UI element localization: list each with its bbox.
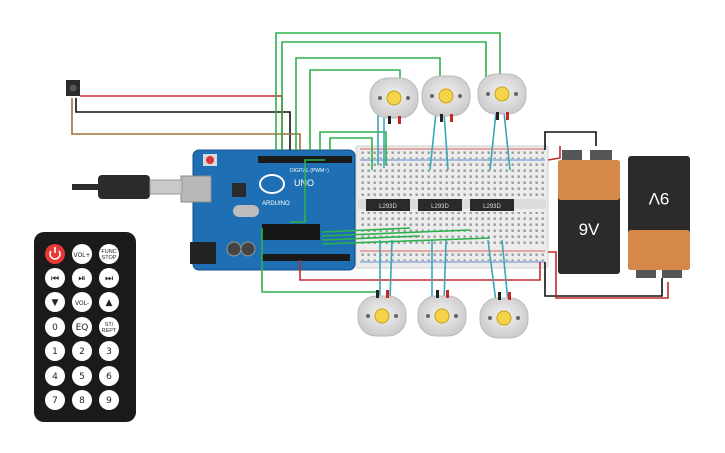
digit-4-button[interactable]: 4 — [45, 366, 65, 386]
ir-receiver-icon[interactable] — [66, 80, 80, 96]
vol-up-button-label: VOL+ — [73, 252, 90, 259]
digit-6-button[interactable]: 6 — [99, 366, 119, 386]
digit-2-button-label: 2 — [79, 347, 85, 357]
vol-down-button[interactable]: VOL- — [72, 292, 92, 312]
previous-button-label: ⏮ — [51, 274, 59, 284]
st-rept-button[interactable]: ST/REPT — [99, 317, 119, 337]
bottom-power-rail — [358, 252, 546, 261]
digital-pins-text: DIGITAL (PWM~) — [290, 168, 329, 174]
digit-5-button-label: 5 — [79, 372, 85, 382]
analog-power-header — [262, 254, 350, 261]
dc-motor-icon[interactable] — [369, 77, 419, 124]
digit-2-button[interactable]: 2 — [72, 341, 92, 361]
up-button-label: ▲ — [106, 298, 113, 308]
dc-motor-icon[interactable] — [417, 290, 467, 337]
play-pause-button-label: ⏯ — [78, 274, 85, 284]
battery-9v-1[interactable]: 9V — [558, 150, 620, 274]
up-button[interactable]: ▲ — [99, 292, 119, 312]
usb-cable-icon — [72, 175, 183, 199]
motor-driver-3[interactable]: L293D — [470, 199, 514, 211]
dc-motor-icon[interactable] — [421, 75, 471, 122]
digit-3-button[interactable]: 3 — [99, 341, 119, 361]
digit-9-button[interactable]: 9 — [99, 390, 119, 410]
previous-button[interactable]: ⏮ — [45, 268, 65, 288]
eq-button-label: EQ — [76, 323, 89, 333]
motor-driver-1[interactable]: L293D — [366, 199, 410, 211]
down-button[interactable]: ▼ — [45, 292, 65, 312]
dc-motor-icon[interactable] — [357, 290, 407, 337]
battery-9v-2[interactable]: 9V — [628, 156, 690, 278]
digit-4-button-label: 4 — [52, 372, 58, 382]
arduino-model-text: UNO — [294, 178, 314, 188]
st-rept-button-label-top: ST/ — [105, 322, 114, 328]
digit-6-button-label: 6 — [106, 372, 112, 382]
dc-motor-icon[interactable] — [479, 292, 529, 339]
digit-5-button[interactable]: 5 — [72, 366, 92, 386]
play-pause-button[interactable]: ⏯ — [72, 268, 92, 288]
atmega-chip — [262, 224, 320, 240]
vol-down-button-label: VOL- — [75, 300, 89, 307]
func-stop-button-label-bottom: STOP — [102, 255, 117, 261]
digit-1-button[interactable]: 1 — [45, 341, 65, 361]
digit-7-button-label: 7 — [52, 396, 58, 406]
digit-3-button-label: 3 — [106, 347, 112, 357]
power-button[interactable] — [45, 244, 65, 264]
digit-7-button[interactable]: 7 — [45, 390, 65, 410]
driver-1-label: L293D — [379, 204, 397, 210]
digit-1-button-label: 1 — [52, 347, 58, 357]
digit-0-button[interactable]: 0 — [45, 317, 65, 337]
func-stop-button-label-top: FUNC — [101, 249, 116, 255]
motor-driver-2[interactable]: L293D — [418, 199, 462, 211]
digit-8-button[interactable]: 8 — [72, 390, 92, 410]
arduino-uno-board[interactable]: ARDUINO UNO DIGITAL (PWM~) — [180, 149, 356, 271]
top-terminal-strip — [358, 163, 546, 197]
driver-3-label: L293D — [483, 204, 501, 210]
battery-2-label: 9V — [648, 189, 669, 208]
digit-8-button-label: 8 — [79, 396, 85, 406]
dc-motor-icon[interactable] — [477, 73, 527, 120]
arduino-brand-text: ARDUINO — [262, 201, 290, 207]
top-power-rail — [358, 150, 546, 159]
battery-1-label: 9V — [579, 220, 600, 239]
st-rept-button-label-bottom: REPT — [102, 328, 117, 334]
eq-button[interactable]: EQ — [72, 317, 92, 337]
digit-0-button-label: 0 — [52, 323, 58, 333]
wires — [71, 32, 669, 303]
digit-9-button-label: 9 — [106, 396, 112, 406]
driver-2-label: L293D — [431, 204, 449, 210]
usb-port — [180, 175, 212, 203]
vol-up-button[interactable]: VOL+ — [72, 244, 92, 264]
down-button-label: ▼ — [52, 298, 59, 308]
next-button[interactable]: ⏭ — [99, 268, 119, 288]
power-icon — [49, 247, 61, 260]
arduino-logo-icon — [259, 174, 285, 194]
power-jack — [190, 242, 216, 264]
next-button-label: ⏭ — [105, 274, 113, 284]
